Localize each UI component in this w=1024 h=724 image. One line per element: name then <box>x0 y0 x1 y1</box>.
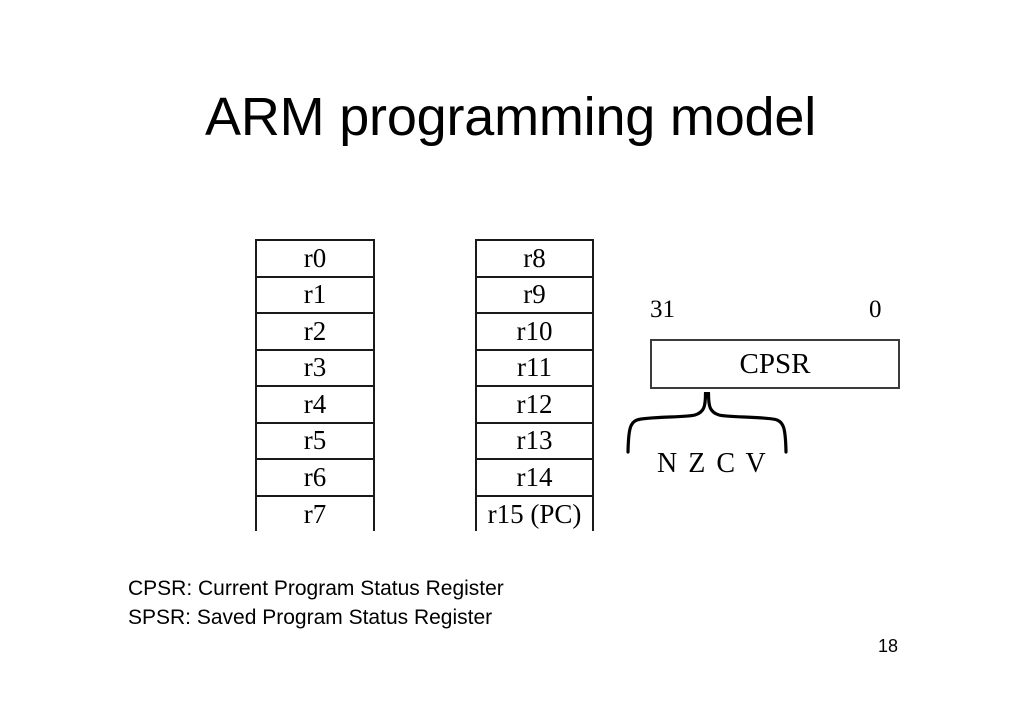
page-title: ARM programming model <box>205 87 816 147</box>
bit-label-low: 0 <box>869 296 882 323</box>
register-cell-r7: r7 <box>257 496 373 533</box>
register-cell-r0: r0 <box>257 241 373 278</box>
register-cell-r1: r1 <box>257 277 373 314</box>
register-cell-r8: r8 <box>477 241 592 278</box>
register-cell-r9: r9 <box>477 277 592 314</box>
register-cell-r6: r6 <box>257 460 373 497</box>
register-cell-r12: r12 <box>477 387 592 424</box>
condition-flags-label: N Z C V <box>657 448 768 479</box>
curly-brace-up-icon <box>624 392 804 454</box>
register-cell-r14: r14 <box>477 460 592 497</box>
cpsr-label: CPSR <box>739 347 811 380</box>
register-cell-r15-pc: r15 (PC) <box>477 496 592 533</box>
register-cell-r5: r5 <box>257 423 373 460</box>
cpsr-register-box: CPSR <box>650 339 900 389</box>
legend-line-cpsr: CPSR: Current Program Status Register <box>128 577 504 600</box>
bit-label-high: 31 <box>650 296 675 323</box>
register-cell-r11: r11 <box>477 350 592 387</box>
register-cell-r10: r10 <box>477 314 592 351</box>
register-table-right: r8 r9 r10 r11 r12 r13 r14 r15 (PC) <box>475 239 594 533</box>
register-cell-r13: r13 <box>477 423 592 460</box>
register-cell-r2: r2 <box>257 314 373 351</box>
register-cell-r3: r3 <box>257 350 373 387</box>
legend-text: CPSR: Current Program Status Register SP… <box>128 574 504 632</box>
register-cell-r4: r4 <box>257 387 373 424</box>
legend-line-spsr: SPSR: Saved Program Status Register <box>128 606 493 629</box>
register-table-left: r0 r1 r2 r3 r4 r5 r6 r7 <box>255 239 375 533</box>
curly-brace-up-icon-svg <box>626 392 788 454</box>
page-number: 18 <box>878 636 899 656</box>
